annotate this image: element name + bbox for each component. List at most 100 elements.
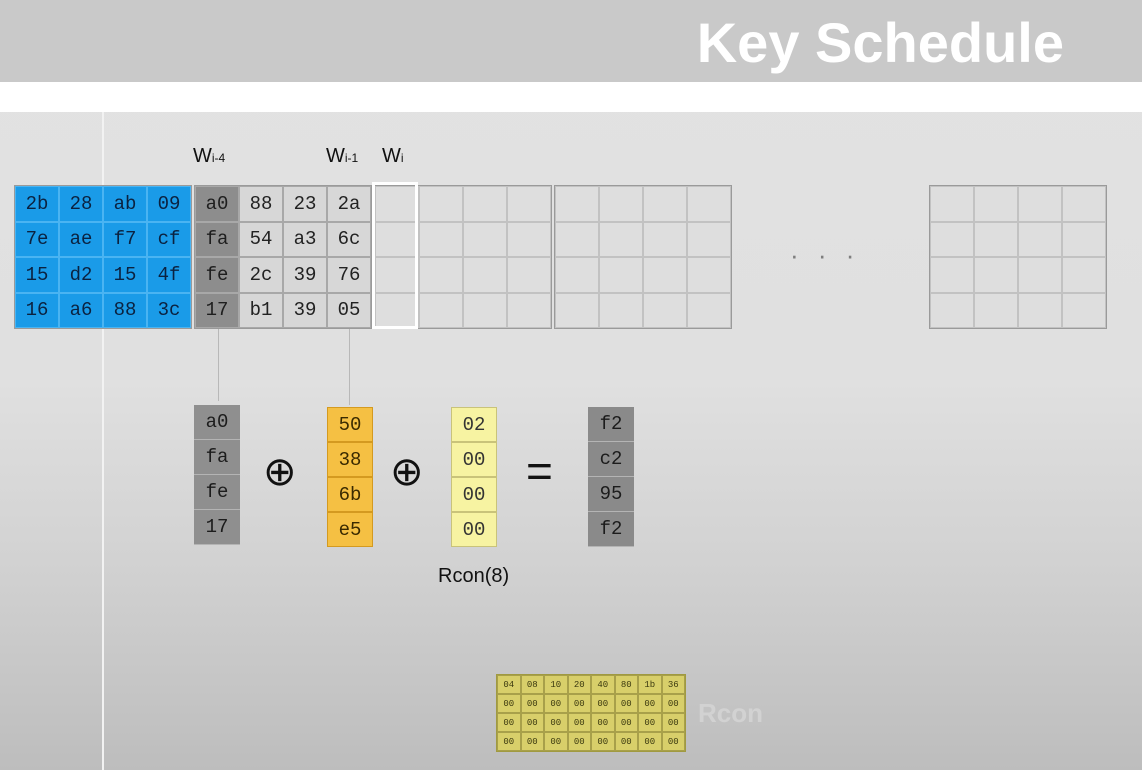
matrix-cell: 16 — [15, 292, 59, 328]
round-key-3-matrix — [554, 185, 732, 329]
white-band — [0, 82, 1142, 112]
column-cell: 17 — [194, 510, 240, 545]
round-key-2-matrix — [374, 185, 552, 329]
rcon-cell: 00 — [544, 713, 568, 732]
rcon-cell: 00 — [497, 694, 521, 713]
matrix-cell: ae — [59, 221, 103, 257]
column-cell: a0 — [194, 405, 240, 440]
column-cell: 02 — [451, 407, 497, 442]
rcon-cell: 00 — [638, 694, 662, 713]
column-cell: 00 — [451, 477, 497, 512]
matrix-cell — [930, 257, 974, 293]
matrix-cell: b1 — [239, 292, 283, 328]
matrix-cell — [643, 292, 687, 328]
xor-symbol-2: ⊕ — [390, 450, 424, 494]
matrix-cell — [974, 221, 1018, 257]
matrix-cell — [1062, 221, 1106, 257]
matrix-cell — [930, 186, 974, 222]
rcon-cell: 1b — [638, 675, 662, 694]
matrix-cell: a3 — [283, 221, 327, 257]
matrix-cell: 7e — [15, 221, 59, 257]
matrix-cell — [555, 186, 599, 222]
matrix-cell: 4f — [147, 257, 191, 293]
matrix-cell — [974, 186, 1018, 222]
matrix-cell: a6 — [59, 292, 103, 328]
column-cell: e5 — [327, 512, 373, 547]
matrix-cell: 2b — [15, 186, 59, 222]
matrix-cell — [974, 257, 1018, 293]
matrix-cell — [507, 221, 551, 257]
rcon-cell: 00 — [520, 713, 544, 732]
matrix-cell — [419, 257, 463, 293]
label-w-i: Wi — [382, 145, 404, 167]
rcon-cell: 40 — [591, 675, 615, 694]
rcon-cell: 00 — [567, 713, 591, 732]
matrix-cell — [687, 292, 731, 328]
matrix-cell: ab — [103, 186, 147, 222]
rcon-cell: 08 — [520, 675, 544, 694]
matrix-cell — [599, 257, 643, 293]
matrix-cell: 2c — [239, 257, 283, 293]
column-cell: 38 — [327, 442, 373, 477]
matrix-cell — [375, 221, 419, 257]
matrix-cell — [1018, 186, 1062, 222]
matrix-cell — [375, 257, 419, 293]
rcon-8-label: Rcon(8) — [438, 565, 510, 587]
matrix-cell — [1062, 186, 1106, 222]
matrix-cell — [599, 292, 643, 328]
rcon-cell: 00 — [544, 732, 568, 751]
rcon-cell: 00 — [638, 732, 662, 751]
matrix-cell — [419, 221, 463, 257]
matrix-cell: 39 — [283, 257, 327, 293]
matrix-cell: f7 — [103, 221, 147, 257]
matrix-cell — [974, 292, 1018, 328]
label-w-i-minus-4: Wi-4 — [193, 145, 226, 167]
matrix-cell — [930, 292, 974, 328]
equals-symbol: = — [526, 445, 553, 497]
rcon-cell: 00 — [591, 713, 615, 732]
rcon-cell: 80 — [614, 675, 638, 694]
column-cell: f2 — [588, 407, 634, 442]
matrix-cell: 09 — [147, 186, 191, 222]
rcon-cell: 00 — [638, 713, 662, 732]
column-cell: f2 — [588, 512, 634, 547]
connector-w-i-minus-1 — [349, 329, 350, 405]
rcon-cell: 00 — [567, 694, 591, 713]
matrix-cell: 88 — [239, 186, 283, 222]
matrix-cell — [1062, 292, 1106, 328]
matrix-cell: 15 — [103, 257, 147, 293]
matrix-cell — [463, 221, 507, 257]
matrix-cell: 28 — [59, 186, 103, 222]
matrix-cell — [599, 221, 643, 257]
rcon-cell: 00 — [497, 732, 521, 751]
rcon-cell: 00 — [661, 713, 685, 732]
rcon-cell: 00 — [497, 713, 521, 732]
column-cell: 50 — [327, 407, 373, 442]
matrix-cell — [463, 257, 507, 293]
matrix-cell — [599, 186, 643, 222]
rcon-cell: 00 — [614, 694, 638, 713]
matrix-cell — [555, 292, 599, 328]
label-w-i-minus-1: Wi-1 — [326, 145, 359, 167]
column-cell: c2 — [588, 442, 634, 477]
xor-symbol-1: ⊕ — [263, 450, 297, 494]
rcon-cell: 20 — [567, 675, 591, 694]
matrix-cell — [463, 186, 507, 222]
rcon-cell: 00 — [567, 732, 591, 751]
matrix-cell: fe — [195, 257, 239, 293]
matrix-cell — [507, 186, 551, 222]
matrix-cell — [1018, 292, 1062, 328]
matrix-cell: 88 — [103, 292, 147, 328]
matrix-cell — [1018, 221, 1062, 257]
matrix-cell: 76 — [327, 257, 371, 293]
matrix-cell: a0 — [195, 186, 239, 222]
matrix-cell — [1018, 257, 1062, 293]
matrix-cell — [507, 292, 551, 328]
matrix-cell — [507, 257, 551, 293]
